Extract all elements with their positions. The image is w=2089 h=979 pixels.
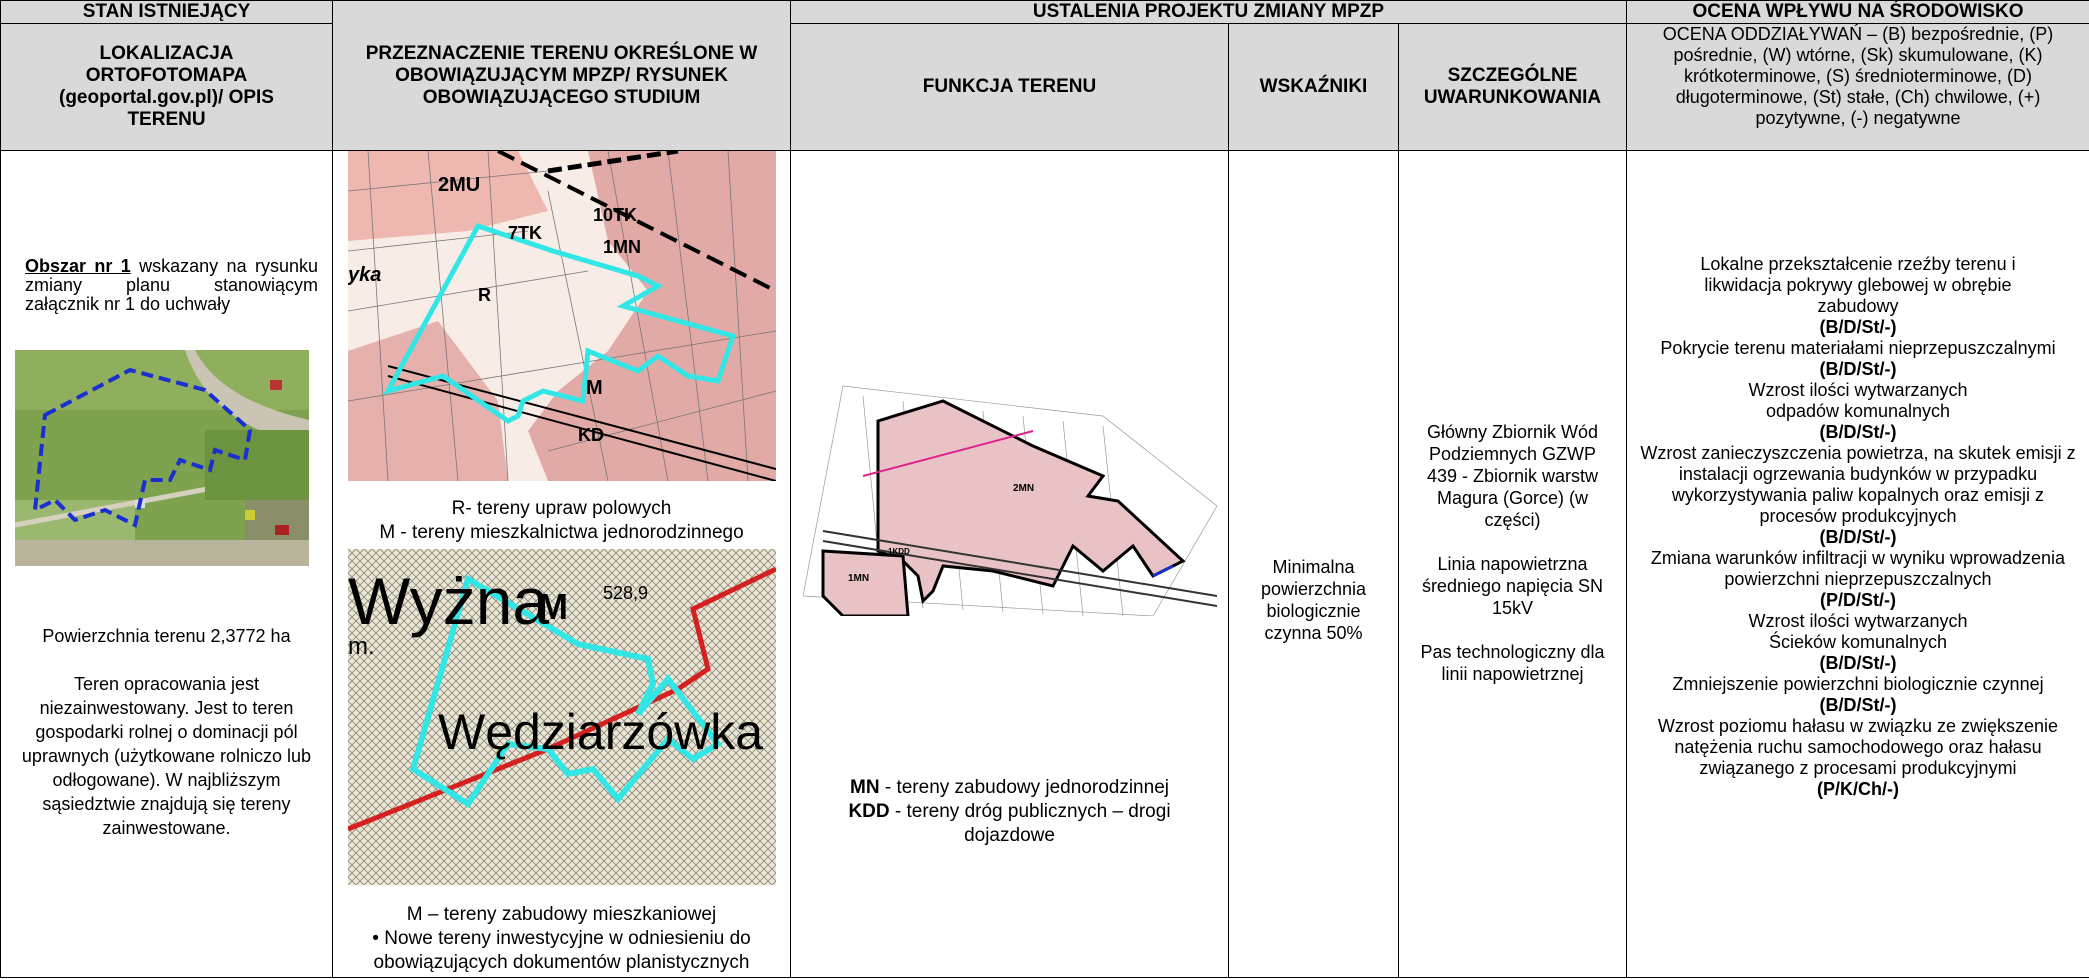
studium-map: Wyżna 528,9 M Wędziarzówka m. bbox=[347, 549, 776, 885]
effects-list: Lokalne przekształcenie rzeźby terenu i … bbox=[1627, 254, 2089, 800]
effect-6: Wzrost ilości wytwarzanych Ścieków komun… bbox=[1748, 611, 1968, 652]
map1-label-r: R bbox=[478, 285, 491, 305]
header-ocena-legend: OCENA ODDZIAŁYWAŃ – (B) bezpośrednie, (P… bbox=[1626, 23, 2089, 151]
effect-4-code: (B/D/St/-) bbox=[1819, 527, 1897, 547]
header-przeznaczenie: PRZEZNACZENIE TERENU OKREŚLONE W OBOWIĄZ… bbox=[332, 0, 791, 151]
orthophoto-image bbox=[15, 350, 309, 566]
plan-label-1mn: 1MN bbox=[848, 573, 869, 584]
linia-text: Linia napowietrzna średniego napięcia SN… bbox=[1421, 554, 1604, 618]
header-funkcja: FUNKCJA TERENU bbox=[790, 23, 1229, 151]
map1-label-2mu: 2MU bbox=[438, 174, 480, 196]
legend1-line2: M - tereny mieszkalnictwa jednorodzinneg… bbox=[379, 522, 744, 543]
map1-label-yka: yka bbox=[348, 264, 381, 286]
obszar-label: Obszar nr 1 bbox=[25, 256, 131, 276]
powierzchnia-text: Powierzchnia terenu 2,3772 ha bbox=[42, 626, 291, 646]
map2-label-elev: 528,9 bbox=[603, 583, 648, 603]
funkcja-mn: MN - tereny zabudowy jednorodzinnej bbox=[850, 777, 1169, 798]
effect-1: Lokalne przekształcenie rzeźby terenu i … bbox=[1700, 254, 2016, 316]
map1-label-10tk: 10TK bbox=[593, 205, 637, 225]
plan-drawing: 2MN 1MN 1KDD bbox=[802, 376, 1217, 616]
plan-label-2mn: 2MN bbox=[1013, 483, 1034, 494]
wskaznik-text: Minimalna powierzchnia biologicznie czyn… bbox=[1260, 557, 1367, 643]
effect-5: Zmiana warunków infiltracji w wyniku wpr… bbox=[1650, 548, 2066, 589]
opis-text: Teren opracowania jest niezainwestowany.… bbox=[21, 674, 312, 838]
map1-label-kd: KD bbox=[578, 425, 604, 445]
map1-label-m: M bbox=[586, 377, 603, 399]
effect-1-code: (B/D/St/-) bbox=[1819, 317, 1897, 337]
effect-5-code: (P/D/St/-) bbox=[1820, 590, 1896, 610]
gzwp-text: Główny Zbiornik Wód Podziemnych GZWP 439… bbox=[1426, 422, 1599, 530]
funkcja-kdd: KDD - tereny dróg publicznych – drogi do… bbox=[848, 801, 1171, 846]
header-ustalenia: USTALENIA PROJEKTU ZMIANY MPZP bbox=[790, 0, 1627, 24]
header-wskazniki: WSKAŹNIKI bbox=[1228, 23, 1399, 151]
cell-funkcja: 2MN 1MN 1KDD MN - tereny zabudowy jednor… bbox=[790, 150, 1229, 978]
effect-2-code: (B/D/St/-) bbox=[1819, 359, 1897, 379]
map2-label-m-small: m. bbox=[348, 633, 375, 660]
effect-4: Wzrost zanieczyszczenia powietrza, na sk… bbox=[1640, 443, 2076, 526]
cell-szczegolne: Główny Zbiornik Wód Podziemnych GZWP 439… bbox=[1398, 150, 1627, 978]
cell-stan: Obszar nr 1 wskazany na rysunku zmiany p… bbox=[0, 150, 333, 978]
effect-7-code: (B/D/St/-) bbox=[1819, 695, 1897, 715]
map2-label-wyzna: Wyżna bbox=[348, 564, 549, 638]
effect-8: Wzrost poziomu hałasu w związku ze zwięk… bbox=[1657, 716, 2059, 778]
legend1-line1: R- tereny upraw polowych bbox=[451, 498, 672, 519]
header-ocena: OCENA WPŁYWU NA ŚRODOWISKO bbox=[1626, 0, 2089, 24]
pas-text: Pas technologiczny dla linii napowietrzn… bbox=[1420, 642, 1605, 684]
effect-3: Wzrost ilości wytwarzanych odpadów komun… bbox=[1748, 380, 1968, 421]
effect-6-code: (B/D/St/-) bbox=[1819, 653, 1897, 673]
effect-7: Zmniejszenie powierzchni biologicznie cz… bbox=[1672, 674, 2044, 694]
legend2-line2: • Nowe tereny inwestycyjne w odniesieniu… bbox=[372, 928, 751, 973]
plan-label-1kdd: 1KDD bbox=[888, 547, 910, 556]
effect-8-code: (P/K/Ch/-) bbox=[1817, 779, 1899, 799]
obszar-description: Obszar nr 1 wskazany na rysunku zmiany p… bbox=[25, 256, 318, 314]
map2-label-wedziarzowka: Wędziarzówka bbox=[438, 704, 763, 760]
mpzp-map: 2MU 7TK 10TK 1MN R M KD yka bbox=[347, 151, 776, 481]
effect-3-code: (B/D/St/-) bbox=[1819, 422, 1897, 442]
header-lokalizacja: LOKALIZACJA ORTOFOTOMAPA (geoportal.gov.… bbox=[0, 23, 333, 151]
cell-przeznaczenie: 2MU 7TK 10TK 1MN R M KD yka R- tereny up… bbox=[332, 150, 791, 978]
cell-wskazniki: Minimalna powierzchnia biologicznie czyn… bbox=[1228, 150, 1399, 978]
effect-2: Pokrycie terenu materiałami nieprzepuszc… bbox=[1660, 338, 2056, 358]
map1-label-1mn: 1MN bbox=[603, 237, 641, 257]
cell-ocena: Lokalne przekształcenie rzeźby terenu i … bbox=[1626, 150, 2089, 978]
header-szczegolne: SZCZEGÓLNE UWARUNKOWANIA bbox=[1398, 23, 1627, 151]
header-stan: STAN ISTNIEJĄCY bbox=[0, 0, 333, 24]
map2-label-m: M bbox=[538, 586, 568, 627]
legend2-line1: M – tereny zabudowy mieszkaniowej bbox=[406, 904, 717, 925]
map1-label-7tk: 7TK bbox=[508, 223, 542, 243]
